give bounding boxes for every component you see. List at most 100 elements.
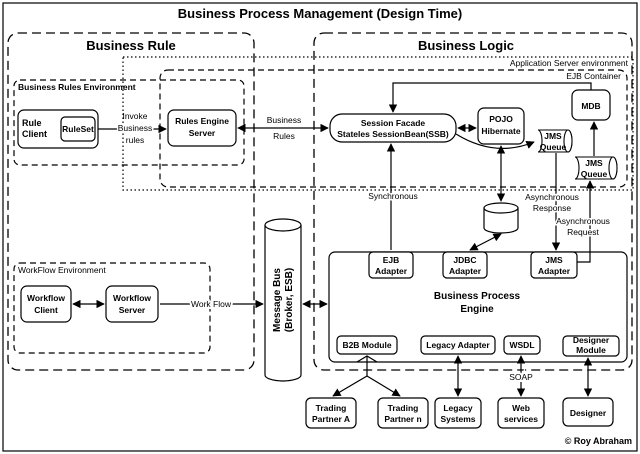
wsdl-label: WSDL (509, 340, 534, 350)
legacy-systems-label-1: Legacy (443, 403, 473, 413)
mdb-node: MDB (571, 89, 611, 121)
ruleset-label: RuleSet (62, 124, 94, 134)
copyright-label: © Roy Abraham (565, 436, 632, 446)
ejb-adapter-label-1: EJB (383, 255, 400, 265)
invoke-label-2: Business (118, 123, 153, 133)
edge-b2b-partner-n (366, 375, 401, 397)
pojo-label-1: POJO (489, 114, 513, 124)
legacy-systems-node: Legacy Systems (434, 397, 482, 429)
business-rule-region (7, 32, 255, 371)
rules-engine-server-label-1: Rules Engine (175, 116, 229, 126)
app-server-env-label: Application Server environment (510, 58, 629, 68)
async-response-label-1: Asynchronous (525, 192, 579, 202)
message-bus-label-1: Message Bus (272, 268, 283, 332)
web-services-node: Web services (497, 397, 545, 429)
edge-ssb-jmsqueue (455, 133, 535, 149)
designer-node: Designer (562, 397, 614, 427)
workflow-env-region (13, 262, 211, 354)
legacy-adapter-label: Legacy Adapter (426, 340, 490, 350)
jdbc-adapter-label-1: JDBC (453, 255, 476, 265)
bpe-label-2: Engine (460, 304, 494, 315)
workflow-server-label-1: Workflow (113, 293, 151, 303)
web-services-label-2: services (504, 414, 538, 424)
edge-b2b-partner-a (332, 375, 368, 397)
edge-async-request (577, 180, 595, 263)
diagram-title: Business Process Management (Design Time… (178, 6, 462, 21)
business-rules-label-1: Business (267, 115, 302, 125)
workflow-client-label-2: Client (34, 305, 58, 315)
business-rules-env-label: Business Rules Environment (18, 82, 136, 92)
trading-partner-a-label-2: Partner A (312, 414, 350, 424)
async-request-label-1: Asynchronous (556, 216, 610, 226)
jms-queue-1-node: JMS Queue (537, 129, 573, 153)
workflow-server-node: Workflow Server (105, 285, 159, 323)
trading-partner-n-label-2: Partner n (384, 414, 421, 424)
session-facade-label-1: Session Facade (361, 118, 426, 128)
jms-queue-2-label-1: JMS (585, 158, 603, 168)
soap-label: SOAP (509, 372, 533, 382)
synchronous-label: Synchronous (368, 191, 418, 201)
designer-label: Designer (570, 408, 607, 418)
business-logic-label: Business Logic (418, 38, 514, 53)
async-request-label-2: Request (567, 227, 599, 237)
invoke-label-1: Invoke (122, 111, 147, 121)
session-facade-node: Session Facade Stateles SessionBean(SSB) (329, 113, 457, 143)
trading-partner-n-label-1: Trading (388, 403, 419, 413)
mdb-label: MDB (581, 101, 600, 111)
invoke-label-3: rules (126, 135, 144, 145)
jms-queue-2-label-2: Queue (581, 169, 608, 179)
b2b-module-node: B2B Module (336, 335, 398, 355)
b2b-module-label: B2B Module (342, 340, 391, 350)
message-bus-node: Message Bus (Broker, ESB) (264, 218, 302, 382)
app-server-env-region (122, 56, 634, 191)
rules-engine-server-node: Rules Engine Server (167, 109, 237, 147)
ejb-container-label: EJB Container (566, 71, 621, 81)
workflow-client-node: Workflow Client (20, 285, 72, 323)
trading-partner-n-node: Trading Partner n (377, 397, 429, 429)
edge-db-jdbc (469, 233, 502, 251)
jms-queue-2-node: JMS Queue (574, 156, 618, 180)
wsdl-node: WSDL (503, 335, 541, 355)
designer-module-node: Designer Module (562, 335, 620, 357)
ejb-adapter-label-2: Adapter (375, 266, 408, 276)
jms-adapter-node: JMS Adapter (530, 251, 578, 279)
jms-adapter-label-1: JMS (545, 255, 563, 265)
jms-queue-1-label-1: JMS (544, 131, 562, 141)
jms-queue-1-label-2: Queue (540, 142, 567, 152)
pojo-hibernate-node: POJO Hibernate (477, 107, 525, 145)
message-bus-label-2: (Broker, ESB) (284, 268, 295, 332)
rules-engine-server-label-2: Server (189, 128, 216, 138)
workflow-env-label: WorkFlow Environment (18, 265, 106, 275)
ruleset-node: RuleSet (60, 116, 96, 142)
designer-module-label-2: Module (576, 345, 606, 355)
business-rule-label: Business Rule (86, 38, 176, 53)
business-rules-env-region (13, 79, 245, 166)
session-facade-label-2: Stateles SessionBean(SSB) (337, 129, 449, 139)
trading-partner-a-label-1: Trading (316, 403, 347, 413)
business-rules-label-2: Rules (273, 131, 295, 141)
legacy-systems-label-2: Systems (441, 414, 476, 424)
jdbc-adapter-node: JDBC Adapter (442, 251, 488, 279)
bpe-label-1: Business Process (434, 291, 521, 302)
rule-client-label-2: Client (22, 129, 47, 139)
jms-adapter-label-2: Adapter (538, 266, 571, 276)
async-response-label-2: Response (533, 203, 572, 213)
business-logic-region (313, 32, 633, 371)
jdbc-adapter-label-2: Adapter (449, 266, 482, 276)
trading-partner-a-node: Trading Partner A (305, 397, 357, 429)
edge-b2b-head (356, 355, 378, 363)
legacy-adapter-node: Legacy Adapter (420, 335, 496, 355)
rule-client-label-1: Rule (22, 118, 42, 128)
ejb-adapter-node: EJB Adapter (368, 251, 414, 279)
work-flow-label: Work Flow (191, 299, 232, 309)
edge-mdb-ssb (388, 82, 592, 113)
designer-module-label-1: Designer (573, 335, 610, 345)
workflow-client-label-1: Workflow (27, 293, 65, 303)
database-icon (483, 202, 519, 234)
web-services-label-1: Web (512, 403, 530, 413)
workflow-server-label-2: Server (119, 305, 146, 315)
pojo-label-2: Hibernate (481, 126, 520, 136)
